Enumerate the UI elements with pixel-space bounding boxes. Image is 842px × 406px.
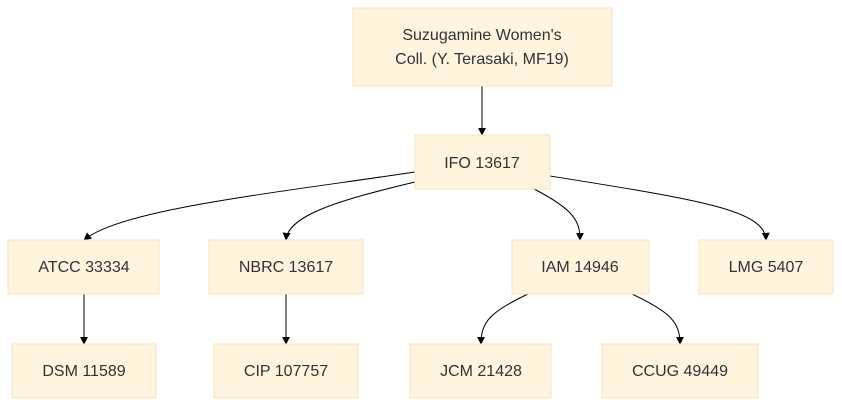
- nodes: Suzugamine Women's Coll. (Y. Terasaki, M…: [7, 7, 834, 399]
- edge-ifo-to-atcc: [83, 171, 416, 241]
- edge-iam-to-jcm: [477, 293, 529, 345]
- node-label-line-1: Suzugamine Women's: [402, 27, 561, 44]
- node-box: [414, 134, 551, 190]
- node-box: [213, 343, 359, 399]
- node-box: [11, 343, 157, 399]
- node-label: CCUG 49449: [632, 363, 728, 380]
- node-box: [208, 239, 364, 295]
- node-lmg: LMG 5407: [698, 239, 834, 295]
- node-box: [409, 343, 552, 399]
- node-label: NBRC 13617: [239, 259, 333, 276]
- node-jcm: JCM 21428: [409, 343, 552, 399]
- node-box: [698, 239, 834, 295]
- edge-iam-to-ccug: [631, 293, 684, 345]
- node-ccug: CCUG 49449: [601, 343, 759, 399]
- node-label: LMG 5407: [729, 259, 804, 276]
- node-label: IAM 14946: [541, 259, 618, 276]
- edge-ifo-to-iam: [533, 188, 584, 241]
- node-root: Suzugamine Women's Coll. (Y. Terasaki, M…: [352, 7, 613, 87]
- node-label: IFO 13617: [444, 155, 520, 172]
- node-label: JCM 21428: [440, 363, 522, 380]
- node-iam: IAM 14946: [511, 239, 650, 295]
- node-ifo: IFO 13617: [414, 134, 551, 190]
- node-atcc: ATCC 33334: [7, 239, 160, 295]
- node-box: [511, 239, 650, 295]
- edge-ifo-to-nbrc: [282, 181, 416, 241]
- node-label: ATCC 33334: [38, 259, 129, 276]
- node-label-line-2: Coll. (Y. Terasaki, MF19): [395, 51, 569, 68]
- node-label: CIP 107757: [244, 363, 328, 380]
- node-box: [601, 343, 759, 399]
- node-box: [7, 239, 160, 295]
- edge-ifo-to-lmg: [549, 175, 770, 241]
- node-dsm: DSM 11589: [11, 343, 157, 399]
- edges: [80, 86, 770, 345]
- node-cip: CIP 107757: [213, 343, 359, 399]
- node-box: [352, 7, 613, 87]
- node-nbrc: NBRC 13617: [208, 239, 364, 295]
- node-label: DSM 11589: [42, 363, 125, 380]
